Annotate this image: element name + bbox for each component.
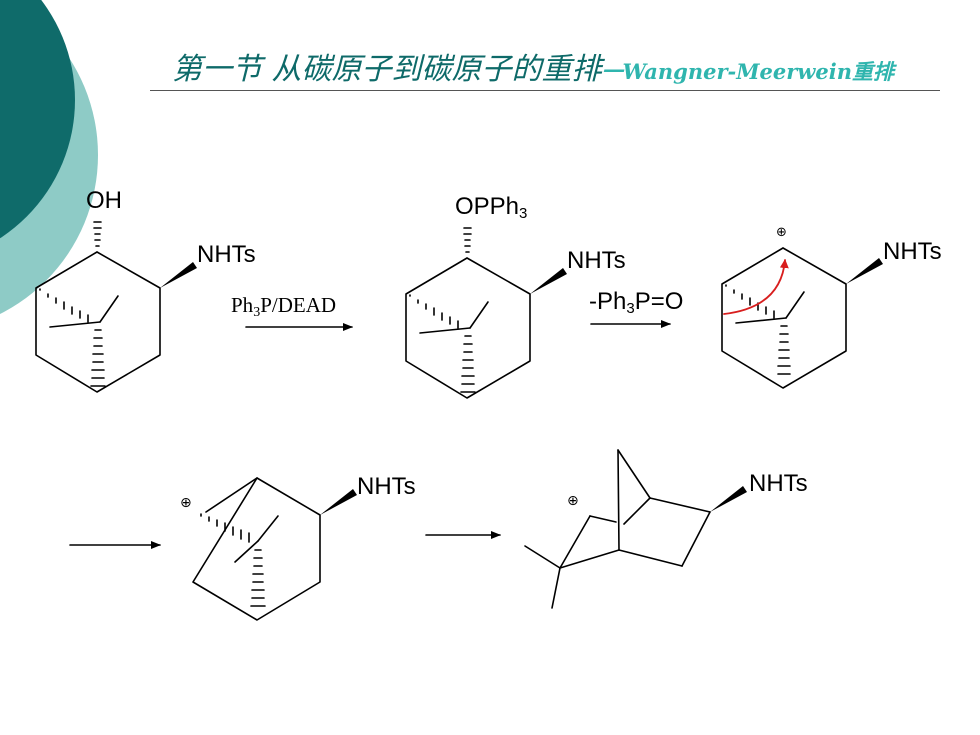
nhts-label-1: NHTs [197, 241, 256, 268]
wedge-bond-icon [160, 262, 197, 288]
molecule-2 [405, 227, 567, 399]
decorative-circles [0, 0, 98, 315]
reagent-ph3p-dead: Ph3P/DEAD [231, 293, 337, 320]
hashed-bond-icon [250, 549, 266, 607]
hashed-bond-icon [409, 294, 459, 329]
title-main: 第一节 从碳原子到碳原子的重排 [172, 52, 602, 87]
cation-charge-icon: ⊕ [776, 225, 787, 240]
nhts-label-4: NHTs [357, 473, 416, 500]
nhts-label-5: NHTs [749, 470, 808, 497]
hashed-bond-icon [460, 335, 476, 393]
molecule-3 [721, 247, 883, 389]
title-subtitle: 一Wangner-Meerwein重排 [601, 59, 894, 84]
wedge-bond-icon [846, 258, 883, 284]
hashed-bond-icon [777, 325, 791, 375]
hashed-bond-icon [200, 513, 250, 543]
hydroxyl-label: OH [86, 187, 122, 214]
title-underline [150, 90, 940, 91]
hashed-bond-icon [463, 227, 472, 253]
hashed-bond-icon [93, 221, 102, 247]
hashed-bond-icon [90, 329, 106, 387]
cation-charge-icon: ⊕ [567, 493, 579, 509]
molecule-1 [35, 221, 197, 393]
wedge-bond-icon [530, 268, 567, 294]
nhts-label-3: NHTs [883, 238, 942, 265]
wedge-bond-icon [710, 486, 747, 512]
hashed-bond-icon [39, 288, 89, 323]
molecule-5 [524, 449, 747, 609]
cation-charge-icon: ⊕ [180, 495, 192, 511]
molecule-4 [192, 477, 357, 621]
reagent-minus-ph3po: -Ph3P=O [589, 288, 684, 317]
curved-arrow-icon [723, 259, 789, 315]
opph3-label: OPPh3 [455, 193, 528, 222]
wedge-bond-icon [320, 489, 357, 515]
slide-title: 第一节 从碳原子到碳原子的重排一Wangner-Meerwein重排 [172, 44, 894, 88]
nhts-label-2: NHTs [567, 247, 626, 274]
